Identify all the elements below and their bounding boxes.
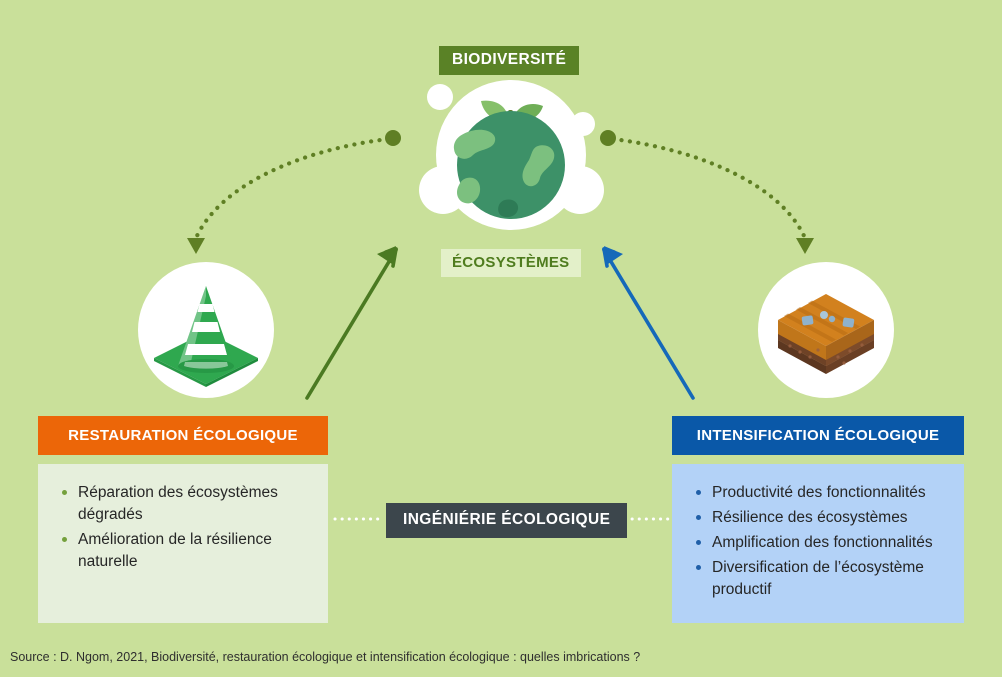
decor-blob-right <box>556 166 604 214</box>
list-item: Amplification des fonctionnalités <box>692 532 944 554</box>
sprout-stem <box>508 110 513 148</box>
panel-intensification-header: INTENSIFICATION ÉCOLOGIQUE <box>672 416 964 455</box>
list-item: Amélioration de la résilience naturelle <box>58 529 308 573</box>
panel-restauration-ecologique: RESTAURATION ÉCOLOGIQUE Réparation des é… <box>38 416 328 623</box>
globe-sphere <box>457 111 565 219</box>
blue-arrow-up-left <box>602 246 695 400</box>
soil-stones <box>801 311 855 328</box>
list-item: Résilience des écosystèmes <box>692 507 944 529</box>
panel-restauration-body: Réparation des écosystèmes dégradés Amél… <box>38 464 328 623</box>
list-item: Productivité des fonctionnalités <box>692 482 944 504</box>
globe-shade <box>511 165 565 219</box>
sprout-leaf-right <box>512 104 543 124</box>
list-item: Diversification de l’écosystème producti… <box>692 557 944 601</box>
globe-continents <box>453 129 555 218</box>
soil-block-icon <box>778 294 874 374</box>
decor-blob-left <box>419 166 467 214</box>
soil-speckles <box>788 343 864 365</box>
dotted-arrow-left <box>187 130 401 254</box>
intensification-medallion <box>758 262 894 398</box>
globe-white-ring <box>436 80 586 230</box>
intensification-list: Productivité des fonctionnalités Résilie… <box>692 482 944 601</box>
decor-bubble-top-right <box>571 112 595 136</box>
restauration-list: Réparation des écosystèmes dégradés Amél… <box>58 482 308 573</box>
restauration-medallion <box>138 262 274 398</box>
panel-restauration-header: RESTAURATION ÉCOLOGIQUE <box>38 416 328 455</box>
source-caption: Source : D. Ngom, 2021, Biodiversité, re… <box>10 650 641 664</box>
traffic-cone-icon <box>154 286 258 387</box>
decor-blob-bottom <box>489 177 533 221</box>
panel-intensification-ecologique: INTENSIFICATION ÉCOLOGIQUE Productivité … <box>672 416 964 623</box>
sprout-leaf-left <box>481 100 509 122</box>
list-item: Réparation des écosystèmes dégradés <box>58 482 308 526</box>
green-arrow-up-right <box>305 246 398 400</box>
globe-highlight <box>457 111 511 203</box>
label-ecosystemes: ÉCOSYSTÈMES <box>441 249 581 277</box>
decor-bubble-top-left <box>427 84 453 110</box>
panel-intensification-body: Productivité des fonctionnalités Résilie… <box>672 464 964 623</box>
label-biodiversite: BIODIVERSITÉ <box>439 46 580 75</box>
dotted-arrow-right <box>600 130 814 254</box>
label-ingenierie-ecologique: INGÉNIÉRIE ÉCOLOGIQUE <box>386 503 628 538</box>
